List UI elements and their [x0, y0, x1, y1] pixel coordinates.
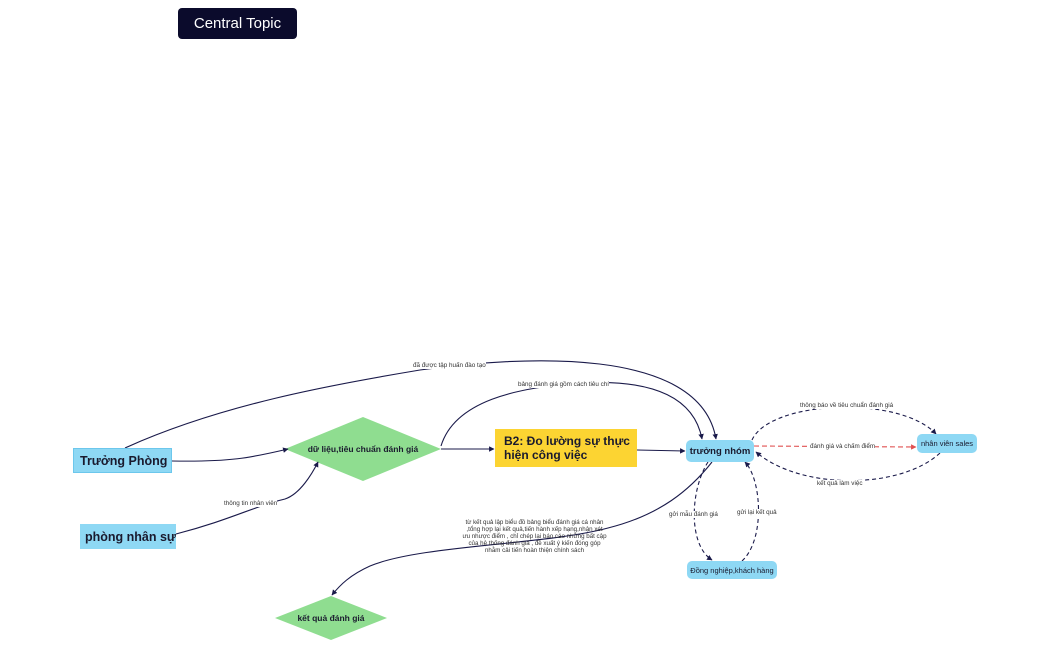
- du-lieu-label: dữ liệu,tiêu chuẩn đánh giá: [307, 444, 419, 454]
- dong-nghiep-node[interactable]: Đồng nghiệp,khách hàng: [687, 561, 777, 579]
- edge-b2-truongnhom: [636, 448, 686, 454]
- ket-qua-diamond[interactable]: [275, 596, 387, 640]
- b2-node[interactable]: B2: Đo lường sự thực hiện công việc: [495, 429, 637, 467]
- label-thong-tin-nv: thông tin nhân viên: [224, 500, 278, 507]
- edge-guilai: [741, 461, 759, 562]
- edge-ketqualamviec: [755, 451, 941, 482]
- label-danh-gia-cham-diem: đánh giá và chấm điểm: [810, 443, 876, 450]
- label-gui-lai: gửi lại kết quả: [737, 509, 777, 516]
- label-thong-bao: thông báo về tiêu chuẩn đánh giá: [800, 402, 894, 409]
- label-ket-qua-lam-viec: kết quả làm việc: [817, 480, 863, 487]
- edge-truongphong-truongnhom: [124, 360, 718, 449]
- edge-thongbao: [751, 406, 937, 441]
- label-bang-danh-gia: bảng đánh giá gồm cách tiêu chí: [518, 381, 610, 388]
- central-topic-node[interactable]: Central Topic: [178, 8, 297, 39]
- edge-truongphong-dulieu: [171, 447, 289, 462]
- phong-nhan-su-node[interactable]: phòng nhân sự: [80, 524, 176, 549]
- label-da-duoc-tap-huan: đã được tập huấn đào tạo: [413, 362, 486, 369]
- nhan-vien-sales-node[interactable]: nhân viên sales: [917, 434, 977, 453]
- edge-truongnhom-ketqua: [331, 461, 713, 596]
- truong-phong-node[interactable]: Trưởng Phòng: [73, 448, 172, 473]
- du-lieu-diamond[interactable]: [285, 417, 441, 481]
- ket-qua-label: kết quả đánh giá: [297, 613, 365, 623]
- label-tu-ket-qua: từ kết quả lập biểu đồ bảng biểu đánh gi…: [462, 519, 607, 554]
- edge-phongnhansu-dulieu: [175, 461, 319, 535]
- label-goi-mau: gởi mẫu đánh giá: [669, 511, 718, 518]
- truong-nhom-node[interactable]: trưởng nhóm: [686, 440, 754, 462]
